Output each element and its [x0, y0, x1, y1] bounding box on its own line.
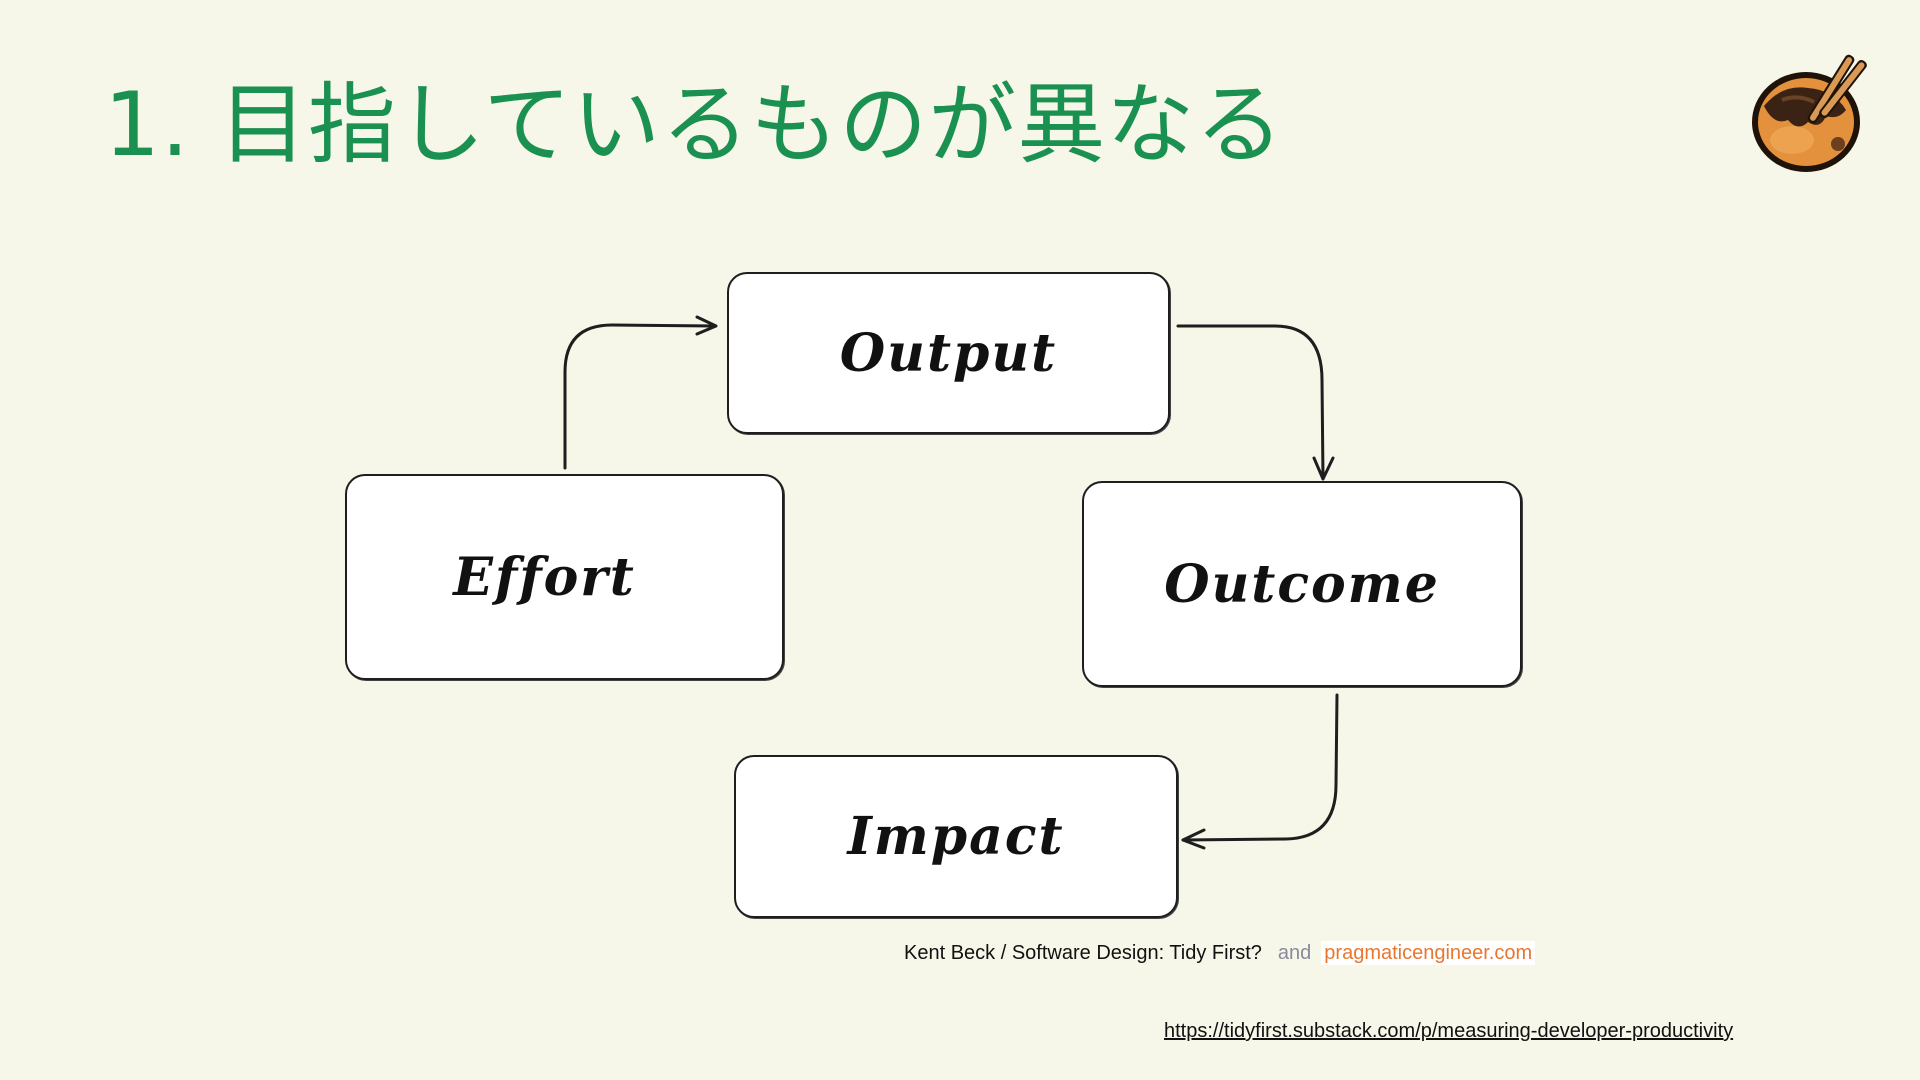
source-url-link[interactable]: https://tidyfirst.substack.com/p/measuri… [1164, 1020, 1734, 1042]
output-node: Output [727, 272, 1170, 434]
edge-output-to-outcome [1176, 324, 1325, 480]
arrowhead-outcome-icon [1312, 456, 1335, 481]
source-credit: Kent Beck / Software Design: Tidy First?… [904, 941, 1536, 965]
credit-conjunction: and [1277, 942, 1312, 964]
impact-label: Impact [847, 806, 1065, 867]
credit-author: Kent Beck / Software Design: Tidy First? [904, 942, 1262, 964]
arrowhead-output-icon [695, 315, 718, 336]
edge-outcome-to-impact [1181, 693, 1339, 842]
impact-node: Impact [734, 755, 1178, 918]
effort-label: Effort [453, 546, 636, 608]
slide-title: 1. 目指しているものが異なる [104, 73, 1285, 176]
edge-effort-to-output [563, 323, 717, 470]
output-label: Output [839, 322, 1058, 384]
outcome-label: Outcome [1164, 553, 1440, 615]
takoyaki-logo-icon [1752, 54, 1867, 172]
credit-site: pragmaticengineer.com [1321, 941, 1536, 965]
effort-node: Effort [345, 474, 784, 680]
arrowhead-impact-icon [1181, 828, 1206, 850]
outcome-node: Outcome [1082, 481, 1522, 687]
